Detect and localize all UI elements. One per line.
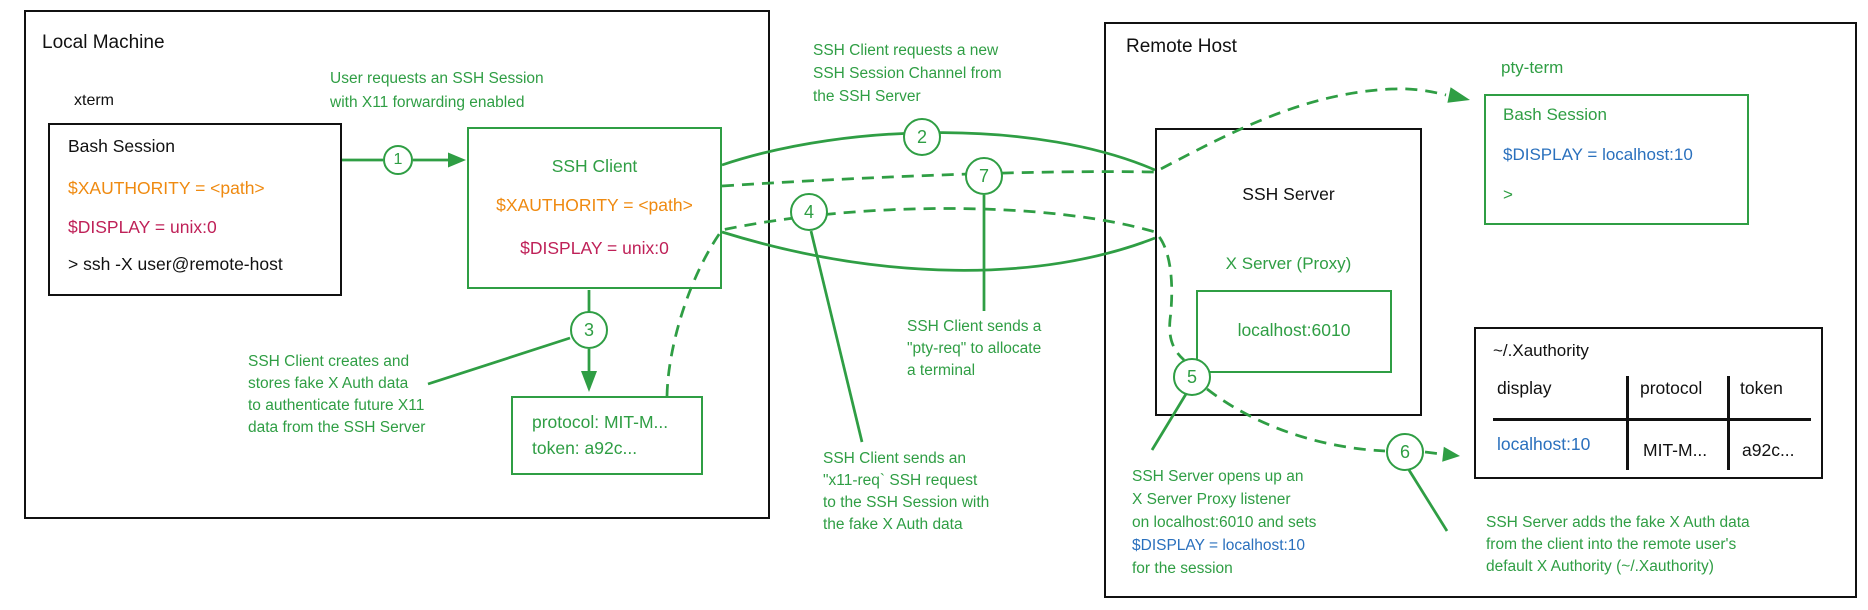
step-circle-7: 7: [965, 157, 1003, 195]
step4-leader-line: [809, 230, 864, 443]
annotation-line: "pty-req" to allocate: [907, 340, 1042, 357]
ssh-client-title: SSH Client: [551, 156, 638, 176]
annotation-step-5: SSH Server opens up an X Server Proxy li…: [1132, 465, 1316, 580]
annotation-step-4: SSH Client sends an "x11-req` SSH reques…: [823, 448, 989, 536]
pty-term-display-var: $DISPLAY = localhost:10: [1503, 145, 1693, 164]
pty-term-label: pty-term: [1501, 58, 1564, 77]
bash-xauthority-var: $XAUTHORITY = <path>: [68, 178, 265, 198]
xauthority-table: [1474, 327, 1823, 479]
table-col-protocol: protocol: [1640, 378, 1703, 398]
annotation-line: for the session: [1132, 560, 1233, 577]
bash-session-box: [48, 123, 342, 296]
xauthority-table-title: ~/.Xauthority: [1493, 341, 1589, 360]
annotation-line: SSH Client sends a: [907, 318, 1042, 335]
annotation-step-7: SSH Client sends a "pty-req" to allocate…: [907, 316, 1041, 382]
annotation-line: stores fake X Auth data: [248, 375, 409, 392]
annotation-line: SSH Session Channel from: [813, 65, 1002, 82]
remote-host-title: Remote Host: [1126, 36, 1237, 57]
annotation-line: on localhost:6010 and sets: [1132, 514, 1317, 531]
annotation-line: a terminal: [907, 362, 976, 379]
table-divider-2: [1727, 376, 1730, 470]
step-circle-5: 5: [1173, 358, 1211, 396]
annotation-line: from the client into the remote user's: [1486, 536, 1737, 553]
annotation-line: the SSH Server: [813, 88, 921, 105]
table-cell-token: a92c...: [1742, 440, 1795, 460]
table-divider-1: [1626, 376, 1629, 470]
bash-display-var: $DISPLAY = unix:0: [68, 217, 217, 237]
step-circle-6: 6: [1386, 433, 1424, 471]
x-server-proxy-label: X Server (Proxy): [1225, 254, 1352, 273]
table-header-rule: [1493, 418, 1811, 421]
annotation-line: X Server Proxy listener: [1132, 491, 1291, 508]
step-number-7: 7: [978, 165, 989, 186]
step-number-4: 4: [803, 201, 814, 222]
step-number-2: 2: [916, 126, 927, 147]
step-number-6: 6: [1399, 441, 1410, 462]
pty-term-prompt: >: [1503, 185, 1513, 204]
annotation-line: with X11 forwarding enabled: [330, 94, 525, 111]
fake-xauth-box: [511, 396, 703, 475]
bash-ssh-command: > ssh -X user@remote-host: [68, 254, 283, 274]
pty-term-box: [1484, 94, 1749, 225]
annotation-line: SSH Client creates and: [248, 353, 410, 370]
local-machine-title: Local Machine: [42, 32, 165, 53]
annotation-step-6: SSH Server adds the fake X Auth data fro…: [1486, 512, 1750, 578]
step-circle-4: 4: [790, 193, 828, 231]
annotation-line: SSH Server adds the fake X Auth data: [1486, 514, 1750, 531]
channel-arc-bottom: [721, 230, 1156, 272]
annotation-step-3: SSH Client creates and stores fake X Aut…: [248, 351, 425, 439]
step-circle-2: 2: [903, 118, 941, 156]
table-cell-protocol: MIT-M...: [1643, 440, 1708, 460]
annotation-line: to the SSH Session with: [823, 494, 990, 511]
step-circle-1: 1: [383, 145, 413, 175]
annotation-step-2: SSH Client requests a new SSH Session Ch…: [813, 39, 1002, 108]
x-server-listener-address: localhost:6010: [1237, 320, 1351, 340]
ssh-server-title: SSH Server: [1242, 184, 1335, 204]
fake-xauth-token: token: a92c...: [532, 438, 638, 458]
annotation-line: User requests an SSH Session: [330, 70, 544, 87]
annotation-line: default X Authority (~/.Xauthority): [1486, 558, 1714, 575]
annotation-line: SSH Client requests a new: [813, 42, 999, 59]
fake-xauth-protocol: protocol: MIT-M...: [532, 412, 669, 432]
ssh-client-xauthority-var: $XAUTHORITY = <path>: [496, 195, 693, 215]
table-cell-display: localhost:10: [1497, 434, 1591, 454]
annotation-line: SSH Server opens up an: [1132, 468, 1304, 485]
bash-session-title: Bash Session: [68, 136, 176, 156]
step-number-5: 5: [1186, 366, 1197, 387]
annotation-step-1: User requests an SSH Session with X11 fo…: [330, 67, 544, 115]
annotation-line: the fake X Auth data: [823, 516, 963, 533]
step-circle-3: 3: [570, 311, 608, 349]
x-server-listener-box: [1196, 290, 1392, 373]
xterm-label: xterm: [74, 92, 114, 109]
step-number-1: 1: [393, 151, 403, 168]
table-col-display: display: [1497, 378, 1552, 398]
table-col-token: token: [1740, 378, 1783, 398]
annotation-line: "x11-req` SSH request: [823, 472, 978, 489]
pty-term-bash-title: Bash Session: [1503, 105, 1607, 124]
annotation-line-display-var: $DISPLAY = localhost:10: [1132, 537, 1306, 554]
annotation-line: to authenticate future X11: [248, 397, 425, 414]
ssh-client-display-var: $DISPLAY = unix:0: [520, 238, 669, 258]
annotation-line: data from the SSH Server: [248, 419, 426, 436]
annotation-line: SSH Client sends an: [823, 450, 967, 467]
step-number-3: 3: [583, 319, 594, 340]
